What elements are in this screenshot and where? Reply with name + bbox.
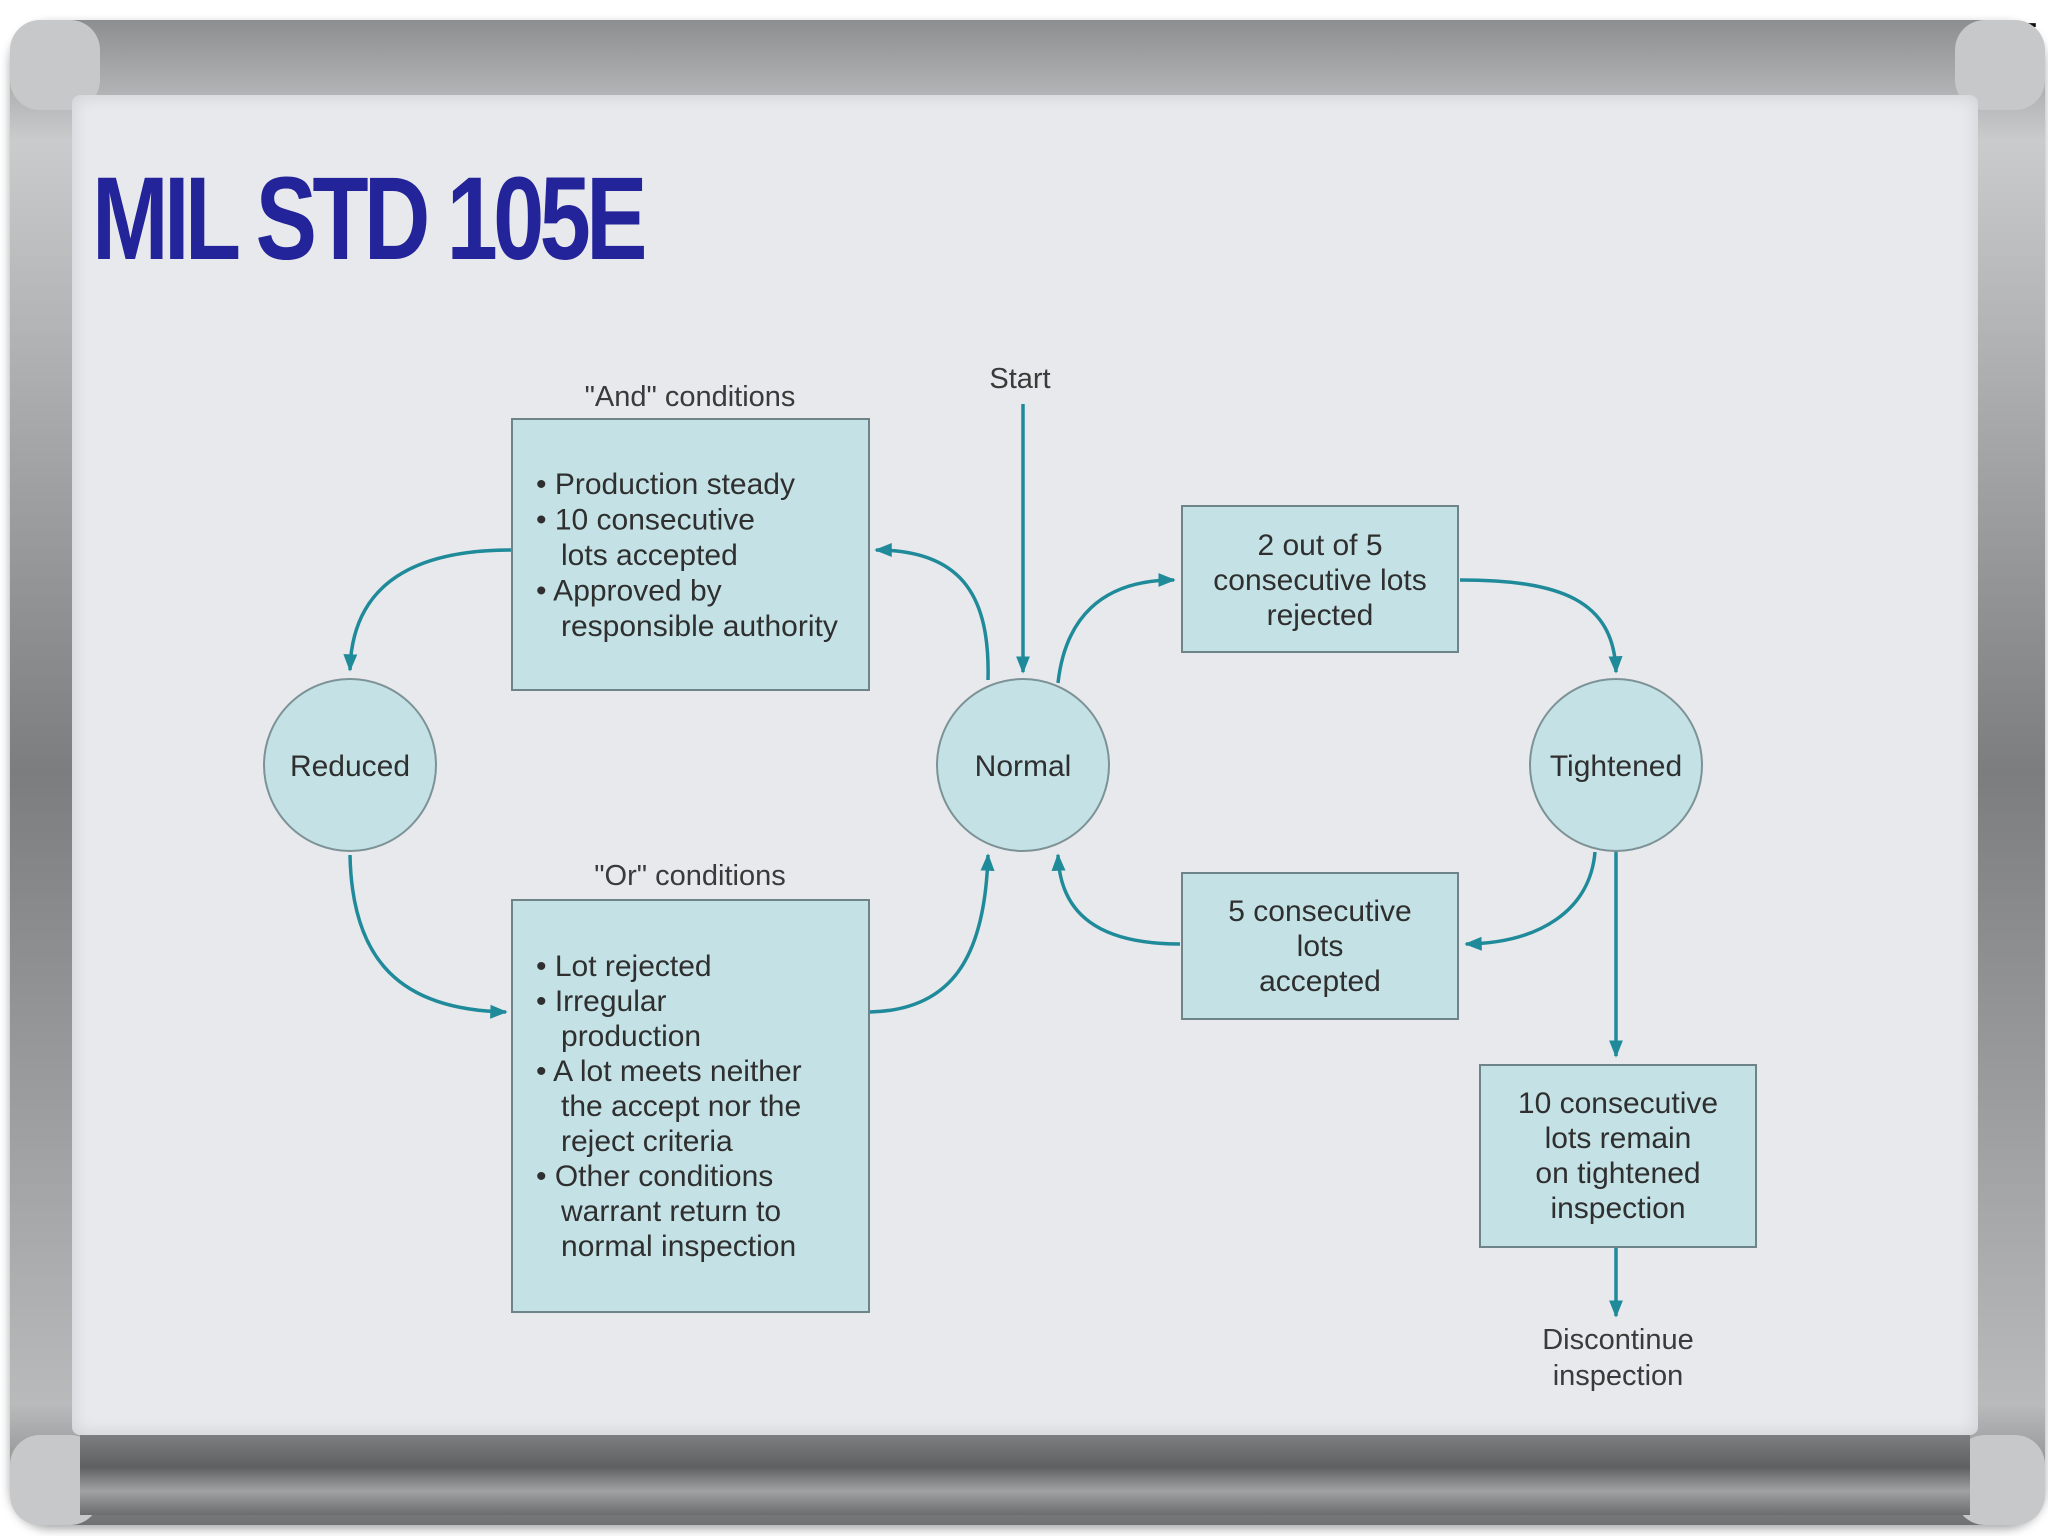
- to-tightened-box: [1181, 505, 1459, 653]
- start-label: Start: [989, 363, 1050, 395]
- or-conditions-list: • Lot rejected• Irregular production• A …: [536, 950, 802, 1263]
- reduced-to-or-arrow: [348, 854, 508, 1019]
- dc-line: lots remain: [1545, 1122, 1692, 1155]
- reduced-node: [263, 678, 437, 852]
- or-line: • Lot rejected: [536, 950, 712, 983]
- or-line: normal inspection: [536, 1230, 796, 1263]
- dc-line: on tightened: [1535, 1157, 1700, 1190]
- and-line: responsible authority: [536, 610, 838, 643]
- and-to-reduced-arrow: [343, 548, 512, 672]
- slide-title: MIL STD 105E: [92, 153, 648, 285]
- disc-line: Discontinue: [1542, 1324, 1694, 1356]
- tightened-label: Tightened: [1550, 750, 1682, 783]
- and-conditions-box: [511, 418, 870, 691]
- or-line: • Other conditions: [536, 1160, 773, 1193]
- and-line: • Production steady: [536, 468, 795, 501]
- or-conditions-heading: "Or" conditions: [594, 860, 785, 892]
- dc-line: inspection: [1550, 1192, 1685, 1225]
- or-line: production: [536, 1020, 701, 1053]
- or-line: warrant return to: [536, 1195, 781, 1228]
- disc-line: inspection: [1553, 1360, 1684, 1392]
- discontinue-label: Discontinue inspection: [1542, 1324, 1694, 1392]
- discontinue-box: [1479, 1064, 1757, 1248]
- normal-label: Normal: [975, 750, 1072, 783]
- normal-to-and-arrow: [874, 543, 990, 681]
- and-line: • Approved by: [536, 575, 722, 608]
- tightened-node: [1529, 678, 1703, 852]
- or-to-normal-arrow: [869, 853, 995, 1014]
- box-to-normal-arrow: [1051, 853, 1181, 946]
- or-line: • A lot meets neither: [536, 1055, 802, 1088]
- and-conditions-list: • Production steady• 10 consecutive lots…: [536, 468, 838, 643]
- tn-line: lots: [1297, 930, 1344, 963]
- normal-node: [936, 678, 1110, 852]
- or-line: the accept nor the: [536, 1090, 801, 1123]
- tn-line: 5 consecutive: [1228, 895, 1411, 928]
- tightened-to-normal-box-arrow: [1464, 851, 1597, 951]
- to-normal-box: [1181, 872, 1459, 1020]
- frame-corner: [1955, 1435, 2045, 1525]
- tn-line: accepted: [1259, 965, 1381, 998]
- or-line: reject criteria: [536, 1125, 733, 1158]
- and-line: • 10 consecutive: [536, 504, 755, 537]
- reduced-label: Reduced: [290, 750, 410, 783]
- or-conditions-box: [511, 899, 870, 1313]
- normal-to-tightened-box-arrow: [1056, 573, 1176, 684]
- dc-line: 10 consecutive: [1518, 1087, 1718, 1120]
- box-to-tightened-arrow: [1459, 578, 1623, 674]
- tt-line: consecutive lots: [1213, 564, 1426, 597]
- tt-line: rejected: [1267, 599, 1374, 632]
- marker-tray: [80, 1435, 1970, 1515]
- or-line: • Irregular: [536, 985, 667, 1018]
- and-line: lots accepted: [536, 539, 738, 572]
- tt-line: 2 out of 5: [1257, 529, 1382, 562]
- and-conditions-heading: "And" conditions: [585, 381, 796, 413]
